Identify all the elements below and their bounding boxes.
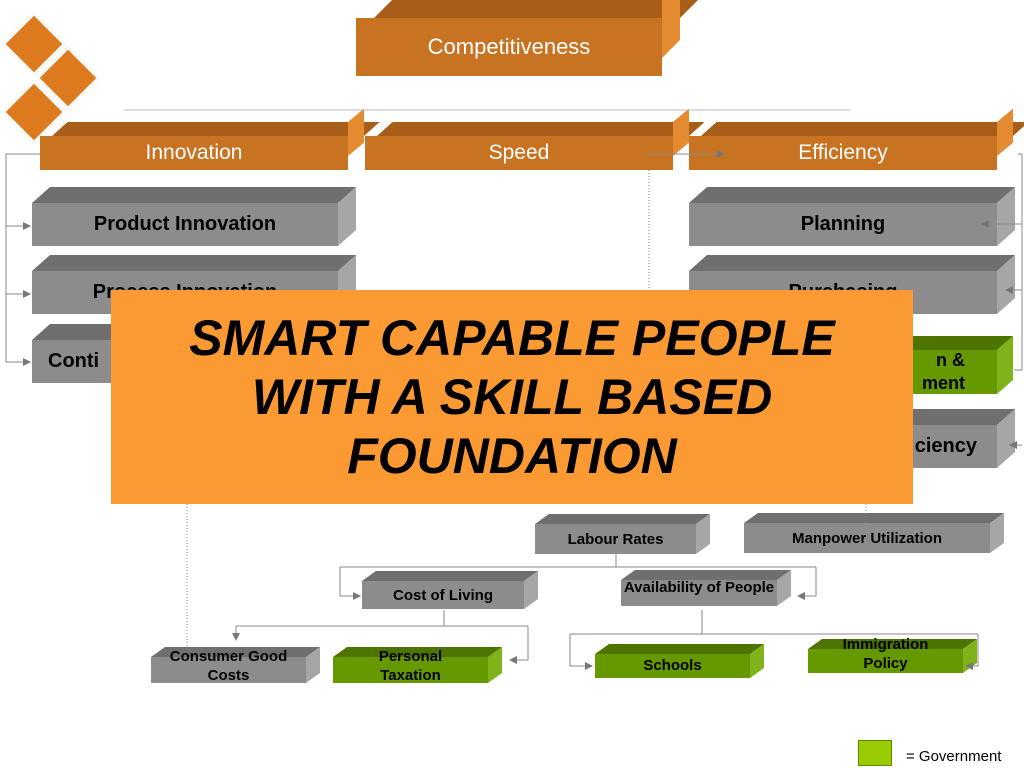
cost-of-living-box: Cost of Living [362, 581, 524, 609]
availability-of-people-label: Availability of People [623, 579, 775, 597]
competitiveness-box: Competitiveness [356, 18, 662, 76]
efficiency-label: Efficiency [798, 141, 888, 164]
manpower-utilization-box: Manpower Utilization [744, 523, 990, 553]
competitiveness-label: Competitiveness [427, 34, 591, 59]
skills-foundation-text: SMART CAPABLE PEOPLE WITH A SKILL BASED … [189, 309, 835, 484]
continuous-improvement-label: Conti [48, 350, 100, 372]
product-innovation-box: Product Innovation [32, 203, 338, 246]
schools-box: Schools [595, 654, 750, 678]
government-legend-swatch [858, 740, 892, 766]
efficiency-item-label: ciency [914, 435, 977, 457]
availability-of-people-box: Availability of People [621, 579, 777, 606]
product-innovation-label: Product Innovation [93, 213, 277, 235]
planning-label: Planning [800, 213, 886, 235]
cost-of-living-label: Cost of Living [393, 586, 493, 604]
government-legend-label: = Government [906, 748, 1002, 765]
manpower-utilization-label: Manpower Utilization [792, 529, 942, 547]
immigration-policy-label: Immigration Policy [842, 635, 929, 673]
planning-box: Planning [689, 203, 997, 246]
innovation-box: Innovation [40, 136, 348, 170]
consumer-good-costs-box: Consumer Good Costs [151, 648, 306, 684]
consumer-good-costs-label: Consumer Good Costs [169, 647, 288, 685]
speed-label: Speed [488, 141, 550, 164]
labour-rates-label: Labour Rates [567, 530, 664, 548]
green-efficiency-label-line1: n & [936, 349, 965, 370]
personal-taxation-label: Personal Taxation [378, 647, 443, 685]
skills-foundation-banner: SMART CAPABLE PEOPLE WITH A SKILL BASED … [111, 290, 913, 504]
green-efficiency-label-line2: ment [921, 373, 965, 393]
labour-rates-box: Labour Rates [535, 524, 696, 554]
efficiency-box: Efficiency [689, 136, 997, 170]
schools-label: Schools [643, 657, 702, 675]
innovation-label: Innovation [145, 141, 243, 164]
immigration-policy-box: Immigration Policy [808, 636, 963, 673]
personal-taxation-box: Personal Taxation [333, 648, 488, 684]
speed-box: Speed [365, 136, 673, 170]
